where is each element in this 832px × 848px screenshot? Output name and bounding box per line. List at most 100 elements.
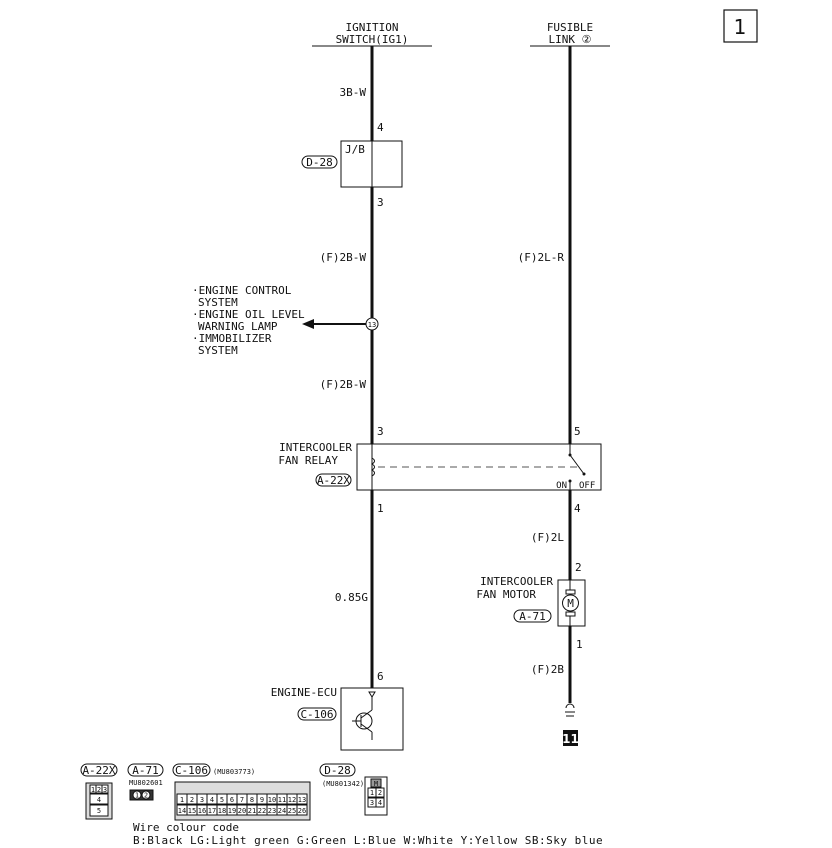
junction-number: 13 (368, 321, 376, 329)
pin: 18 (218, 807, 226, 815)
part-number: MU802601 (129, 779, 163, 787)
jb-connector: D-28 (306, 156, 333, 169)
pin-cell (296, 793, 308, 805)
pin: 3 (200, 796, 204, 804)
pin: 2 (97, 786, 101, 794)
pin: 7 (240, 796, 244, 804)
wire-f2l-r: (F)2L-R (518, 251, 565, 264)
branch-target: ·IMMOBILIZER (192, 332, 272, 345)
relay-pin-5: 5 (574, 425, 581, 438)
pin: 8 (250, 796, 254, 804)
pin: 4 (378, 799, 382, 807)
pin: 2 (144, 792, 148, 800)
pin: 6 (230, 796, 234, 804)
ground-badge (563, 730, 578, 746)
fusible-label-2: LINK ② (549, 33, 592, 46)
motor-symbol: M (567, 597, 574, 610)
relay-connector: A-22X (317, 474, 350, 487)
pin: 13 (298, 796, 306, 804)
motor-connector-pill (513, 609, 552, 623)
jb-label: J/B (345, 143, 365, 156)
pin: 10 (268, 796, 276, 804)
pin: 12 (288, 796, 296, 804)
pin: 19 (228, 807, 236, 815)
ignition-label-2: SWITCH(IG1) (336, 33, 409, 46)
ecu-pin-6: 6 (377, 670, 384, 683)
motor-pin-1: 1 (576, 638, 583, 651)
motor-icon (562, 594, 579, 612)
ground-icon (565, 703, 575, 717)
pin: 25 (288, 807, 296, 815)
transistor-icon (352, 691, 376, 740)
pin: 15 (188, 807, 196, 815)
pin: 22 (258, 807, 266, 815)
relay-pin-4: 4 (574, 502, 581, 515)
pin: 24 (278, 807, 286, 815)
branch-targets: ·ENGINE CONTROL SYSTEM ·ENGINE OIL LEVEL… (192, 284, 305, 357)
relay-label-2: FAN RELAY (278, 454, 338, 467)
connector-a22x: A-22X 1 2 3 4 5 (80, 763, 118, 820)
pin: 23 (268, 807, 276, 815)
relay-pin-1: 1 (377, 502, 384, 515)
pin: 1 (91, 786, 95, 794)
connector-d28: D-28 (MU801342) M 1 2 3 4 (319, 763, 388, 816)
arrow-left-icon (302, 319, 314, 329)
ecu-connector: C-106 (300, 708, 333, 721)
pin: 11 (278, 796, 286, 804)
jb-connector-pill (301, 155, 338, 169)
wire-f2b-w-2: (F)2B-W (320, 378, 367, 391)
ground-number: 11 (562, 732, 579, 746)
pin-cell (296, 804, 308, 816)
jb-pin-3: 3 (377, 196, 384, 209)
branch-target: WARNING LAMP (198, 320, 278, 333)
branch-target: ·ENGINE OIL LEVEL (192, 308, 305, 321)
ecu-label: ENGINE-ECU (271, 686, 337, 699)
pin: 4 (97, 796, 101, 804)
pin: 5 (220, 796, 224, 804)
relay-label-1: INTERCOOLER (279, 441, 352, 454)
pin: 17 (208, 807, 216, 815)
pin: 9 (260, 796, 264, 804)
ecu-connector-pill (297, 707, 337, 721)
connector-name: A-22X (82, 764, 115, 777)
page-number-box (723, 9, 758, 43)
motor-connector: A-71 (519, 610, 546, 623)
pin: 3 (370, 799, 374, 807)
connector-name: D-28 (324, 764, 351, 777)
relay-connector-pill (315, 473, 352, 487)
connector-name: C-106 (175, 764, 208, 777)
wire-colour-code-line: B:Black LG:Light green G:Green L:Blue W:… (133, 834, 603, 847)
motor-label-1: INTERCOOLER (480, 575, 553, 588)
relay-pin-3: 3 (377, 425, 384, 438)
connector-a71: A-71 MU802601 1 2 (127, 763, 164, 801)
pin: 4 (210, 796, 214, 804)
motor-label-2: FAN MOTOR (476, 588, 536, 601)
branch-target: SYSTEM (198, 344, 238, 357)
pin: 16 (198, 807, 206, 815)
relay-coil-icon (371, 457, 375, 477)
ignition-label-1: IGNITION (346, 21, 399, 34)
pin: 2 (378, 789, 382, 797)
relay-off: OFF (579, 481, 595, 491)
wire-f2b-w-1: (F)2B-W (320, 251, 367, 264)
part-number: (MU801342) (322, 780, 364, 788)
pin: 1 (135, 792, 139, 800)
pin: 14 (178, 807, 186, 815)
wire-3b-w: 3B-W (340, 86, 367, 99)
pin: 21 (248, 807, 256, 815)
connector-name: A-71 (132, 764, 159, 777)
pin: 5 (97, 807, 101, 815)
pin: 2 (190, 796, 194, 804)
relay-switch-icon (569, 454, 585, 475)
pin: 26 (298, 807, 306, 815)
wire-f2b: (F)2B (531, 663, 564, 676)
pin: 3 (103, 786, 107, 794)
relay-on: ON (556, 481, 567, 491)
fusible-label-1: FUSIBLE (547, 21, 593, 34)
pin: M (374, 780, 378, 788)
jb-pin-4: 4 (377, 121, 384, 134)
junction-circle (365, 317, 379, 331)
pin: 1 (370, 789, 374, 797)
